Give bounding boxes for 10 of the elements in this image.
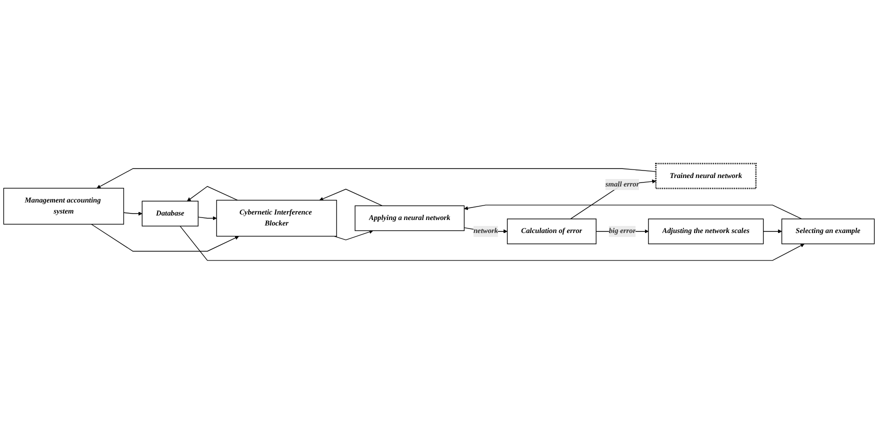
arrow — [334, 230, 374, 240]
arrow — [91, 224, 240, 252]
arrow — [198, 216, 217, 220]
arrow — [570, 179, 656, 220]
arrow — [123, 212, 142, 216]
arrow — [763, 229, 782, 234]
arrow — [96, 168, 656, 188]
arrow — [319, 188, 383, 206]
arrow — [187, 186, 238, 202]
arrow — [464, 204, 802, 220]
